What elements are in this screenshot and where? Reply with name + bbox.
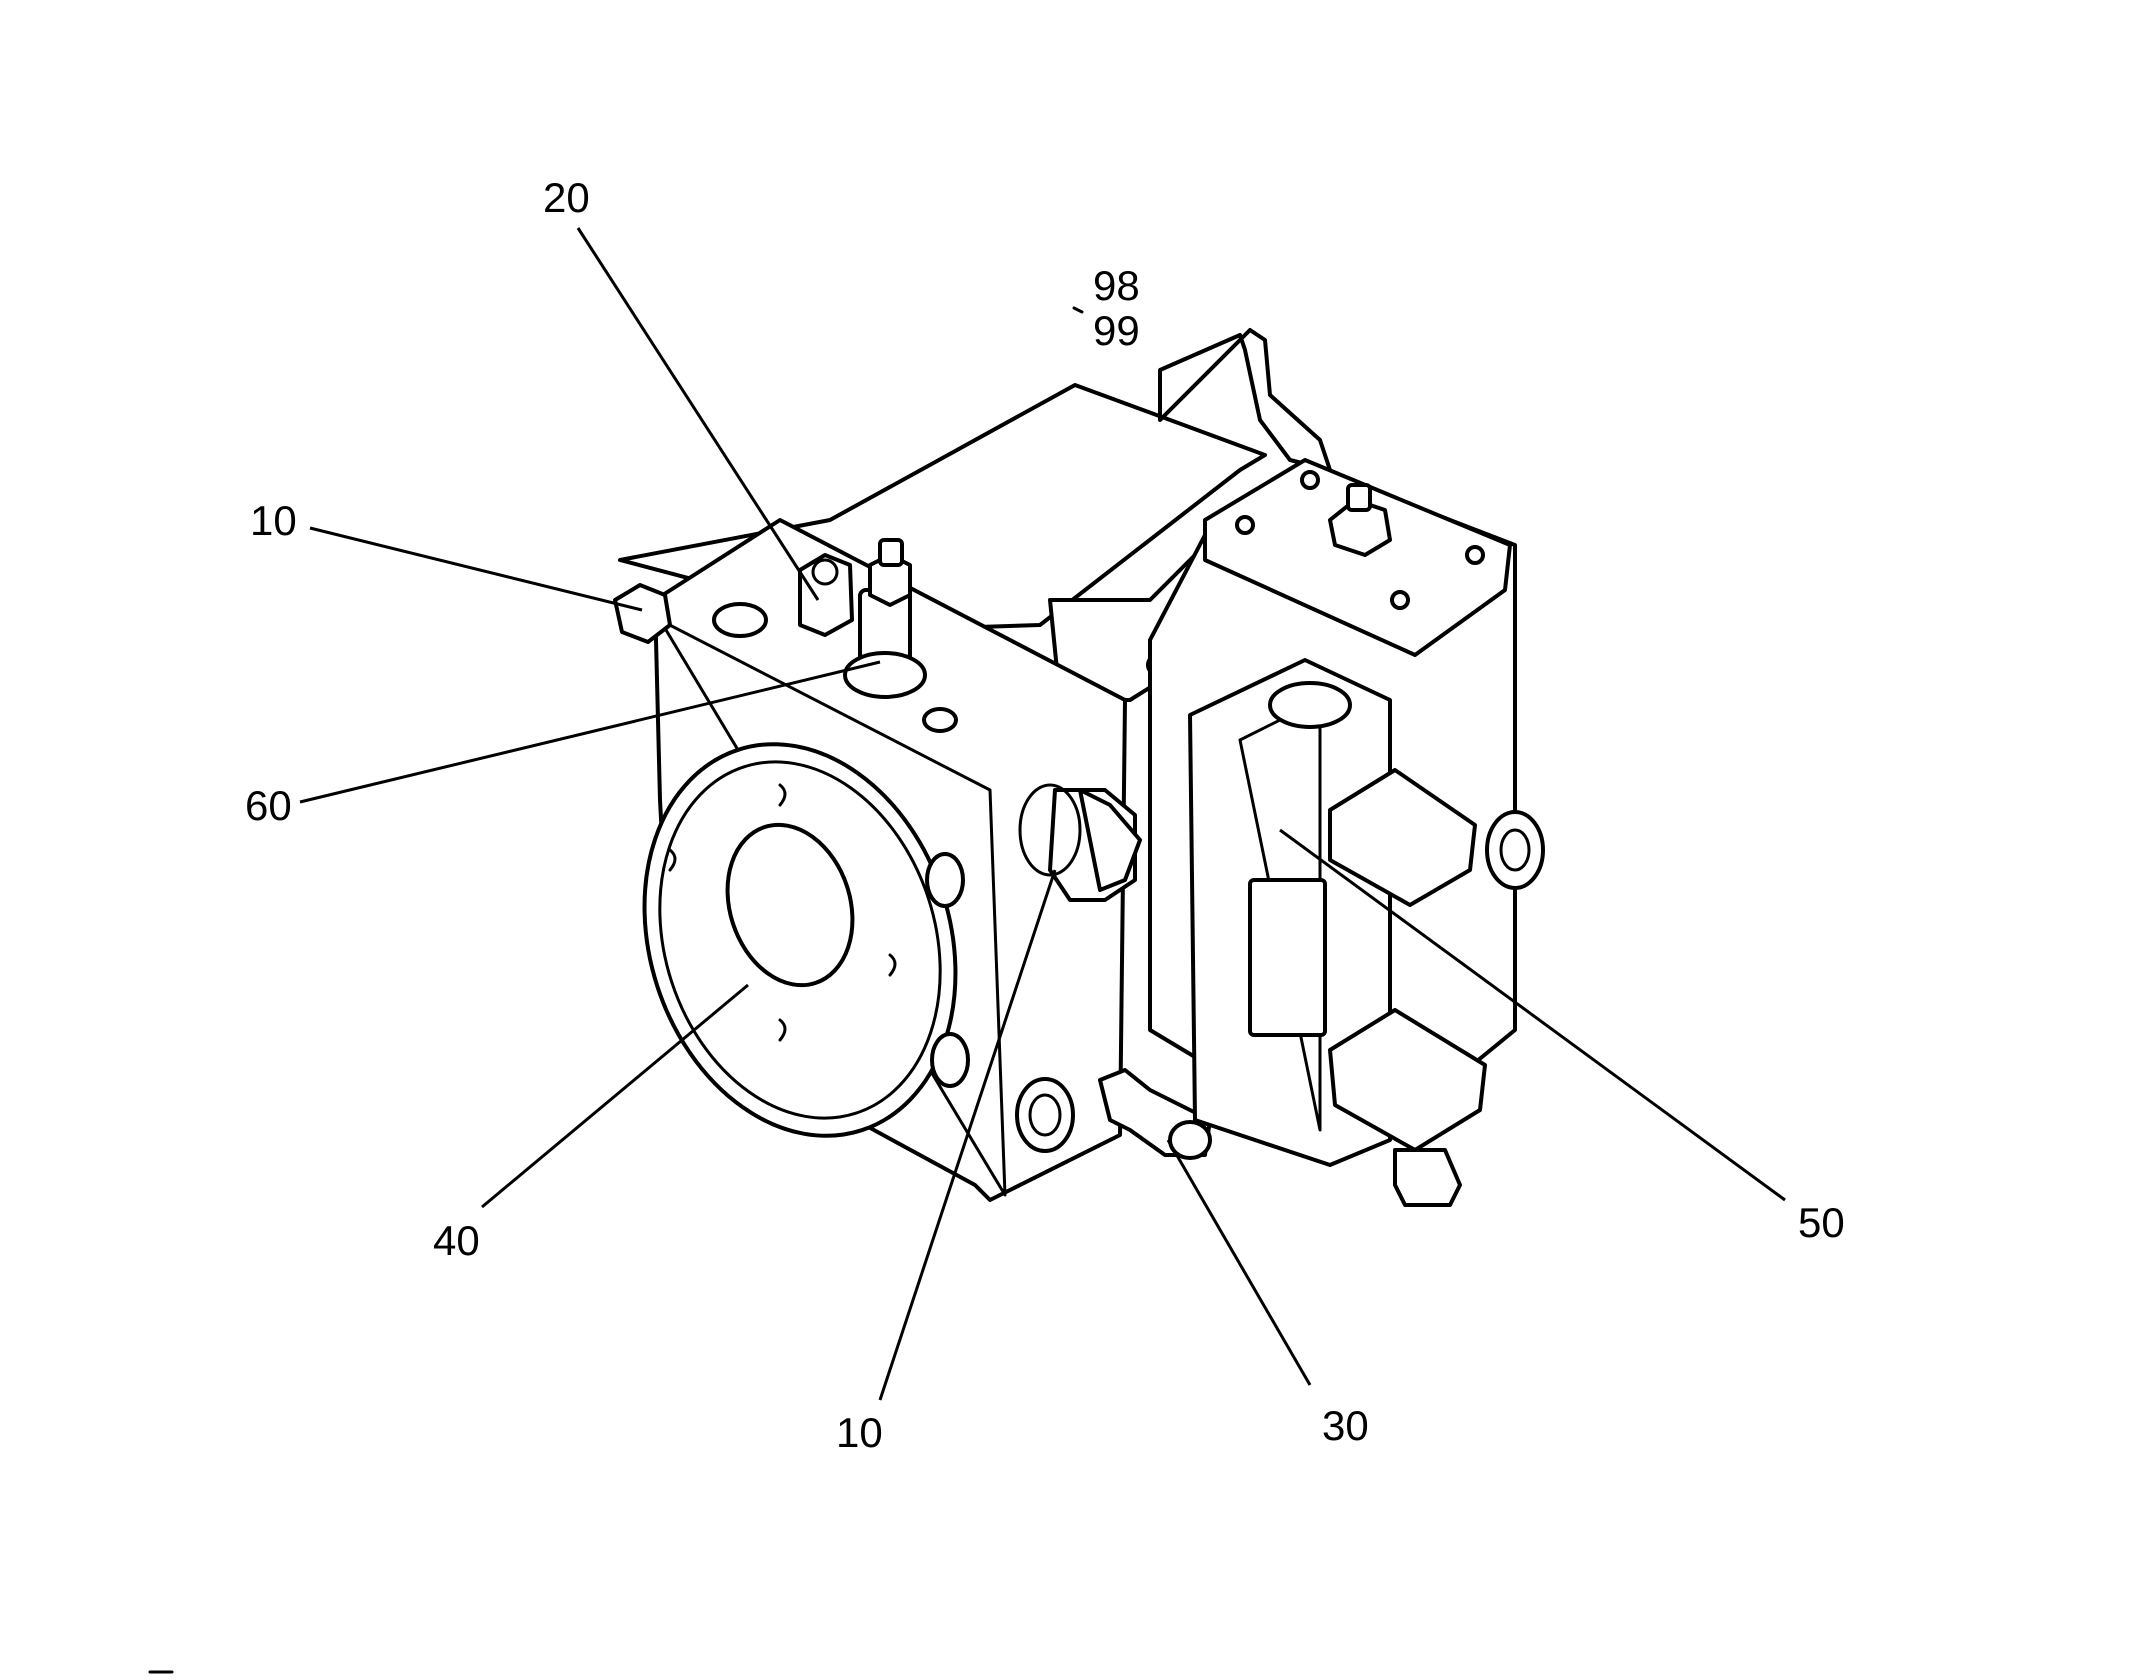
leader-10-bottom [878,869,1057,1401]
cover-bolt-3 [1465,545,1485,565]
top-cover-plate [1203,458,1512,657]
solenoid-lower [1328,1008,1487,1152]
callout-30: 30 [1322,1402,1369,1449]
fitting-30-cap [1168,1120,1212,1160]
callout-99: 99 [1093,307,1140,354]
leader-40 [481,983,749,1209]
flange-bolt-2 [668,848,677,872]
valve-60-stem [878,538,904,567]
side-port-upper [925,852,965,908]
drive-shaft-bore [725,822,855,988]
leader-50 [1279,828,1786,1202]
leader-20 [576,227,820,601]
drain-port [1015,1077,1075,1153]
side-port-right [1485,810,1545,890]
flange-bolt-4 [778,1018,787,1042]
solenoid-plate [1248,878,1327,1037]
flange-inner-rim [658,760,942,1120]
valve-60-boss [843,651,927,699]
plug-10-hex [1078,788,1142,892]
drain-port-inner [1028,1093,1062,1137]
left-plug [613,583,672,644]
callout-98: 98 [1093,262,1140,309]
bottom-connector [1393,1148,1462,1207]
side-port-lower [930,1032,970,1088]
leader-60 [299,660,881,804]
leader-30 [1166,1139,1312,1386]
stray-mark-top [1072,306,1084,314]
callout-50: 50 [1798,1199,1845,1246]
top-port-small [922,707,958,733]
cover-bolt-4 [1390,590,1410,610]
pump-assembly-drawing [613,328,1545,1207]
flange-bolt-3 [888,953,897,977]
callout-10-bottom: 10 [836,1409,883,1456]
leader-lines [299,227,1786,1401]
flange-bolt-1 [778,783,787,807]
cover-bolt-1 [1300,470,1320,490]
cover-adjuster-stem [1346,483,1372,512]
plug-20-top [811,558,839,586]
solenoid-top-cap [1268,681,1352,729]
plug-20 [798,553,854,637]
callout-labels: 20 98 99 10 60 40 10 30 50 [245,174,1845,1456]
cover-bolt-2 [1235,515,1255,535]
callout-20: 20 [543,174,590,221]
callout-10-top: 10 [250,497,297,544]
solenoid-upper [1328,768,1477,907]
callout-60: 60 [245,782,292,829]
side-port-right-inner [1499,828,1531,872]
plug-10-seat [1018,783,1082,877]
top-port [712,602,768,638]
leader-10-top [309,526,643,612]
callout-40: 40 [433,1217,480,1264]
